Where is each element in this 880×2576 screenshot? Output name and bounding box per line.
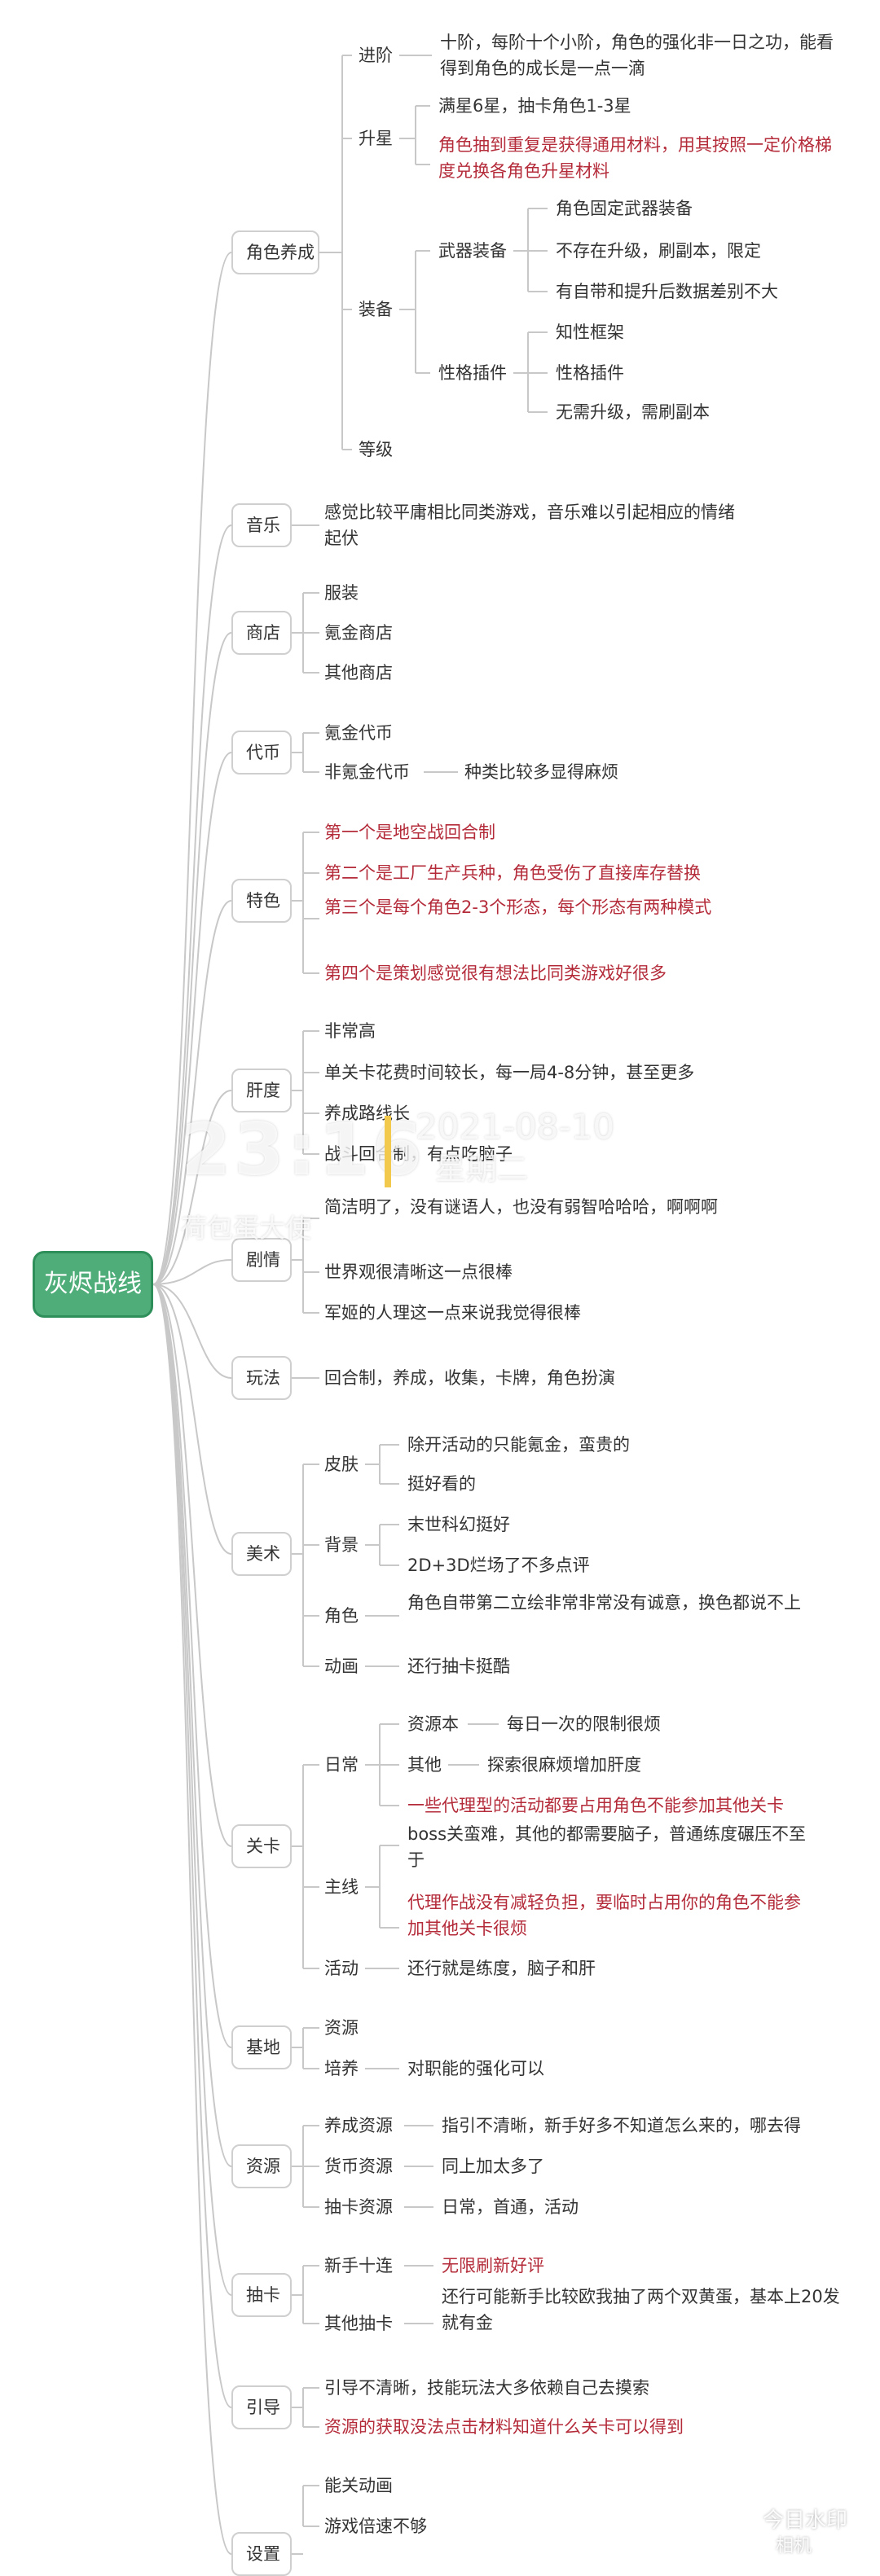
feature-item-4: 第四个是策划感觉很有想法比同类游戏好很多: [324, 963, 667, 983]
node-personality-plugin: 性格插件: [438, 363, 507, 383]
currency-item-2: 非氪金代币: [324, 762, 410, 782]
grind-item-1: 非常高: [324, 1021, 376, 1041]
main-story-note-1: boss关蛮难，其他的都需要脑子，普通练度碾压不至于: [407, 1824, 807, 1870]
story-item-1: 简洁明了，没有谜语人，也没有弱智哈哈哈，啊啊啊: [324, 1197, 718, 1217]
resource-gacha: 抽卡资源: [324, 2197, 393, 2217]
events-note: 还行就是练度，脑子和肝: [407, 1959, 596, 1978]
daily-other-note: 探索很麻烦增加肝度: [487, 1755, 641, 1775]
branch-currency[interactable]: 代币: [231, 731, 292, 775]
grind-item-3: 养成路线长: [324, 1104, 410, 1123]
branch-art[interactable]: 美术: [231, 1532, 292, 1576]
branch-resources[interactable]: 资源: [231, 2144, 292, 2188]
gacha-other-note: 还行可能新手比较欧我抽了两个双黄蛋，基本上20发就有金: [442, 2287, 840, 2332]
base-item-2: 培养: [324, 2059, 359, 2078]
watermark-stamp-camera: 相机: [776, 2536, 812, 2556]
watermark-weekday: 星期二: [435, 1151, 529, 1187]
settings-item-2: 游戏倍速不够: [324, 2517, 427, 2536]
branch-music[interactable]: 音乐: [231, 503, 292, 547]
resource-currency-note: 同上加太多了: [442, 2157, 544, 2176]
watermark-time: 23:16: [181, 1108, 426, 1191]
node-events: 活动: [324, 1959, 359, 1978]
guide-note-2: 资源的获取没法点击材料知道什么关卡可以得到: [324, 2417, 684, 2437]
plugin-item-1: 知性框架: [556, 323, 624, 342]
feature-item-2: 第二个是工厂生产兵种，角色受伤了直接库存替换: [324, 863, 701, 883]
advance-note: 十阶，每阶十个小阶，角色的强化非一日之功，能看得到角色的成长是一点一滴: [440, 33, 834, 78]
root-node[interactable]: 灰烬战线: [33, 1251, 153, 1318]
currency-item-1: 氪金代币: [324, 723, 393, 743]
star-up-note-2: 角色抽到重复是获得通用材料，用其按照一定价格梯度兑换各角色升星材料: [438, 135, 832, 181]
branch-base[interactable]: 基地: [231, 2025, 292, 2069]
animation-note: 还行抽卡挺酷: [407, 1657, 510, 1676]
branch-levels[interactable]: 关卡: [231, 1824, 292, 1868]
branch-grind[interactable]: 肝度: [231, 1069, 292, 1112]
currency-item-2-note: 种类比较多显得麻烦: [464, 762, 618, 782]
node-animation: 动画: [324, 1657, 359, 1676]
watermark-author: 荷包蛋大使: [181, 1213, 312, 1244]
daily-other: 其他: [407, 1755, 442, 1775]
weapon-item-1: 角色固定武器装备: [556, 199, 693, 218]
node-weapon-equipment: 武器装备: [438, 241, 507, 261]
music-note: 感觉比较平庸相比同类游戏，音乐难以引起相应的情绪起伏: [324, 502, 735, 548]
shop-item-3: 其他商店: [324, 663, 393, 682]
node-background: 背景: [324, 1535, 359, 1555]
background-item-1: 末世科幻挺好: [407, 1515, 510, 1534]
weapon-item-2: 不存在升级，刷副本，限定: [556, 241, 761, 261]
weapon-item-3: 有自带和提升后数据差别不大: [556, 282, 778, 301]
branch-settings[interactable]: 设置: [231, 2532, 292, 2576]
branch-gacha[interactable]: 抽卡: [231, 2273, 292, 2317]
guide-note-1: 引导不清晰，技能玩法大多依赖自己去摸索: [324, 2378, 649, 2398]
gacha-beginner: 新手十连: [324, 2256, 393, 2275]
watermark-date: 2021-08-10: [416, 1107, 615, 1147]
node-level: 等级: [359, 440, 393, 459]
feature-item-1: 第一个是地空战回合制: [324, 823, 495, 842]
daily-red-note: 一些代理型的活动都要占用角色不能参加其他关卡: [407, 1796, 784, 1815]
watermark-divider: [385, 1116, 391, 1187]
branch-gameplay[interactable]: 玩法: [231, 1356, 292, 1400]
branch-story[interactable]: 剧情: [231, 1238, 292, 1282]
node-equipment: 装备: [359, 300, 393, 319]
daily-resource-stage: 资源本: [407, 1714, 459, 1734]
branch-features[interactable]: 特色: [231, 879, 292, 923]
background-item-2: 2D+3D烂场了不多点评: [407, 1556, 590, 1575]
grind-item-4: 战斗回合制，有点吃脑子: [324, 1144, 513, 1164]
node-main-story: 主线: [324, 1877, 359, 1897]
settings-item-1: 能关动画: [324, 2476, 393, 2495]
base-item-2-note: 对职能的强化可以: [407, 2059, 544, 2078]
node-skin: 皮肤: [324, 1455, 359, 1474]
story-item-3: 军姬的人理这一点来说我觉得很棒: [324, 1303, 581, 1323]
branch-shop[interactable]: 商店: [231, 611, 292, 655]
gameplay-note: 回合制，养成，收集，卡牌，角色扮演: [324, 1368, 615, 1388]
daily-resource-stage-note: 每日一次的限制很烦: [507, 1714, 661, 1734]
character-art-note: 角色自带第二立绘非常非常没有诚意，换色都说不上: [407, 1593, 801, 1613]
resource-currency: 货币资源: [324, 2157, 393, 2176]
shop-item-1: 服装: [324, 583, 359, 603]
plugin-item-3: 无需升级，需刷副本: [556, 402, 710, 422]
feature-item-3: 第三个是每个角色2-3个形态，每个形态有两种模式: [324, 897, 712, 917]
plugin-item-2: 性格插件: [556, 363, 624, 383]
branch-guide[interactable]: 引导: [231, 2385, 292, 2429]
story-item-2: 世界观很清晰这一点很棒: [324, 1262, 513, 1282]
skin-item-1: 除开活动的只能氪金，蛮贵的: [407, 1435, 630, 1455]
star-up-note-1: 满星6星，抽卡角色1-3星: [438, 96, 631, 116]
resource-growth: 养成资源: [324, 2116, 393, 2135]
gacha-beginner-note: 无限刷新好评: [442, 2256, 544, 2275]
base-item-1: 资源: [324, 2018, 359, 2038]
node-daily: 日常: [324, 1755, 359, 1775]
grind-item-2: 单关卡花费时间较长，每一局4-8分钟，甚至更多: [324, 1063, 695, 1082]
node-advance: 进阶: [359, 46, 393, 65]
branch-character-growth[interactable]: 角色养成: [231, 230, 319, 274]
resource-gacha-note: 日常，首通，活动: [442, 2197, 579, 2217]
node-star-up: 升星: [359, 129, 393, 148]
shop-item-2: 氪金商店: [324, 623, 393, 643]
node-character-art: 角色: [324, 1606, 359, 1626]
watermark-stamp-app: 今日水印: [763, 2508, 848, 2533]
skin-item-2: 挺好看的: [407, 1474, 476, 1494]
gacha-other: 其他抽卡: [324, 2314, 393, 2333]
resource-growth-note: 指引不清晰，新手好多不知道怎么来的，哪去得: [442, 2116, 801, 2135]
main-story-note-2: 代理作战没有减轻负担，要临时占用你的角色不能参加其他关卡很烦: [407, 1893, 801, 1938]
